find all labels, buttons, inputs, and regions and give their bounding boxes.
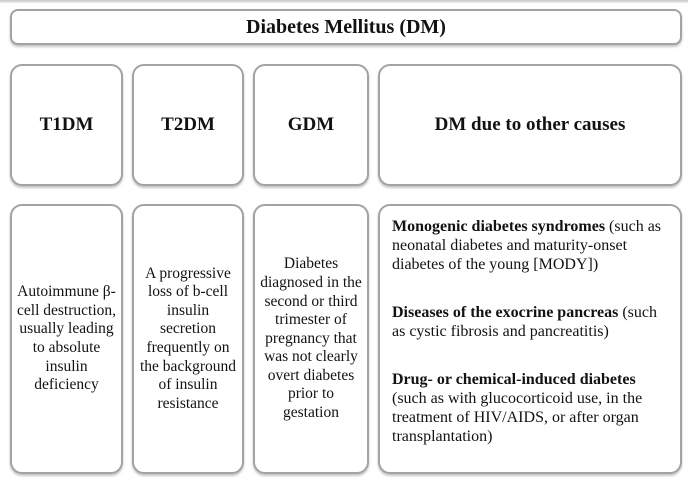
description-box-t1dm: Autoimmune β-cell destruction, usually l… [10, 204, 123, 474]
dm-classification-diagram: Diabetes Mellitus (DM) T1DM T2DM GDM DM … [0, 0, 688, 474]
description-box-other-causes: Monogenic diabetes syndromes (such as ne… [378, 204, 682, 474]
description-text-t1dm: Autoimmune β-cell destruction, usually l… [17, 283, 116, 394]
category-box-t2dm: T2DM [132, 64, 244, 186]
category-box-other-causes: DM due to other causes [378, 64, 682, 186]
other-causes-item-exocrine-heading: Diseases of the exocrine pancreas [392, 304, 619, 322]
top-edge-artifact [0, 0, 688, 3]
category-header-row: T1DM T2DM GDM DM due to other causes [10, 64, 682, 186]
other-causes-item-monogenic-detail: (such as neonatal diabetes and maturity-… [392, 218, 662, 274]
other-causes-item-drug-detail: (such as with glucocorticoid use, in the… [392, 390, 643, 446]
other-causes-item-monogenic-heading: Monogenic diabetes syndromes [392, 218, 606, 235]
category-box-gdm: GDM [253, 64, 369, 186]
other-causes-item-drug: Drug- or chemical-induced diabetes (such… [392, 370, 668, 446]
category-label-t2dm: T2DM [161, 114, 215, 135]
category-box-t1dm: T1DM [10, 64, 123, 186]
description-text-gdm: Diabetes diagnosed in the second or thir… [260, 255, 362, 422]
other-causes-item-drug-heading: Drug- or chemical-induced diabetes [392, 371, 636, 389]
category-label-gdm: GDM [287, 114, 335, 135]
description-box-gdm: Diabetes diagnosed in the second or thir… [253, 204, 369, 474]
description-row: Autoimmune β-cell destruction, usually l… [10, 204, 682, 474]
other-causes-item-exocrine: Diseases of the exocrine pancreas (such … [392, 303, 668, 341]
category-label-t1dm: T1DM [39, 114, 94, 135]
title-box: Diabetes Mellitus (DM) [10, 9, 682, 45]
description-text-t2dm: A progressive loss of b-cell insulin sec… [140, 264, 236, 412]
diagram-title: Diabetes Mellitus (DM) [246, 15, 446, 38]
description-box-t2dm: A progressive loss of b-cell insulin sec… [132, 204, 244, 474]
category-label-other-causes: DM due to other causes [434, 114, 626, 135]
other-causes-item-exocrine-detail: (such as cystic fibrosis and pancreatiti… [392, 304, 657, 341]
other-causes-item-monogenic: Monogenic diabetes syndromes (such as ne… [392, 217, 668, 274]
